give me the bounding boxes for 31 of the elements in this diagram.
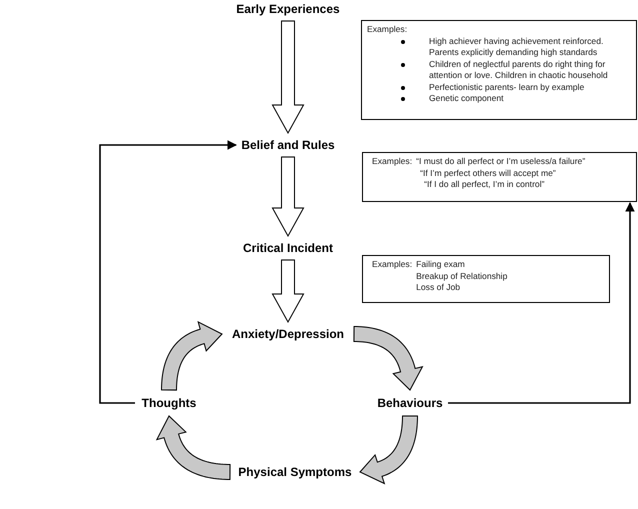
block-arrow [272, 20, 304, 134]
block-arrow [272, 260, 304, 324]
belief-quote: “If I do all perfect, I’m in control” [423, 179, 544, 190]
belief-quote: “If I’m perfect others will accept me” [419, 168, 556, 179]
example-item: Breakup of Relationship [416, 270, 508, 282]
example-box [362, 255, 610, 303]
connector-arrow [99, 140, 237, 404]
stage-label: Belief and Rules [238, 136, 338, 154]
stage-label: Behaviours [372, 394, 448, 412]
examples-heading: Examples: [372, 259, 412, 270]
bullet-item: Children of neglectful parents do right thing for attention or love. Children in chaotic household [429, 58, 608, 80]
example-item: Failing exam [416, 259, 465, 270]
stage-label: Early Experiences [230, 0, 346, 18]
bullet-item: High achiever having achievement reinforced. Parents explicitly demanding high standards [429, 36, 604, 57]
curved-arrow [161, 321, 223, 391]
examples-heading: Examples: [367, 24, 408, 36]
stage-label: Thoughts [135, 394, 203, 412]
stage-label: Critical Incident [235, 239, 341, 257]
example-box [361, 20, 637, 120]
block-arrow [272, 156, 304, 238]
example-box [362, 152, 637, 202]
examples-heading: Examples: [372, 156, 412, 168]
curved-arrow [359, 415, 418, 484]
curved-arrow [156, 415, 231, 480]
stage-label: Physical Symptoms [234, 463, 356, 481]
bullet-item: Perfectionistic parents- learn by example [429, 82, 584, 92]
stage-label: Anxiety/Depression [226, 325, 350, 343]
bullet-item: Genetic component [429, 93, 504, 103]
connector-arrow [448, 202, 635, 404]
example-item: Loss of Job [416, 282, 460, 294]
belief-quote: “I must do all perfect or I’m useless/a failure” [416, 156, 586, 168]
